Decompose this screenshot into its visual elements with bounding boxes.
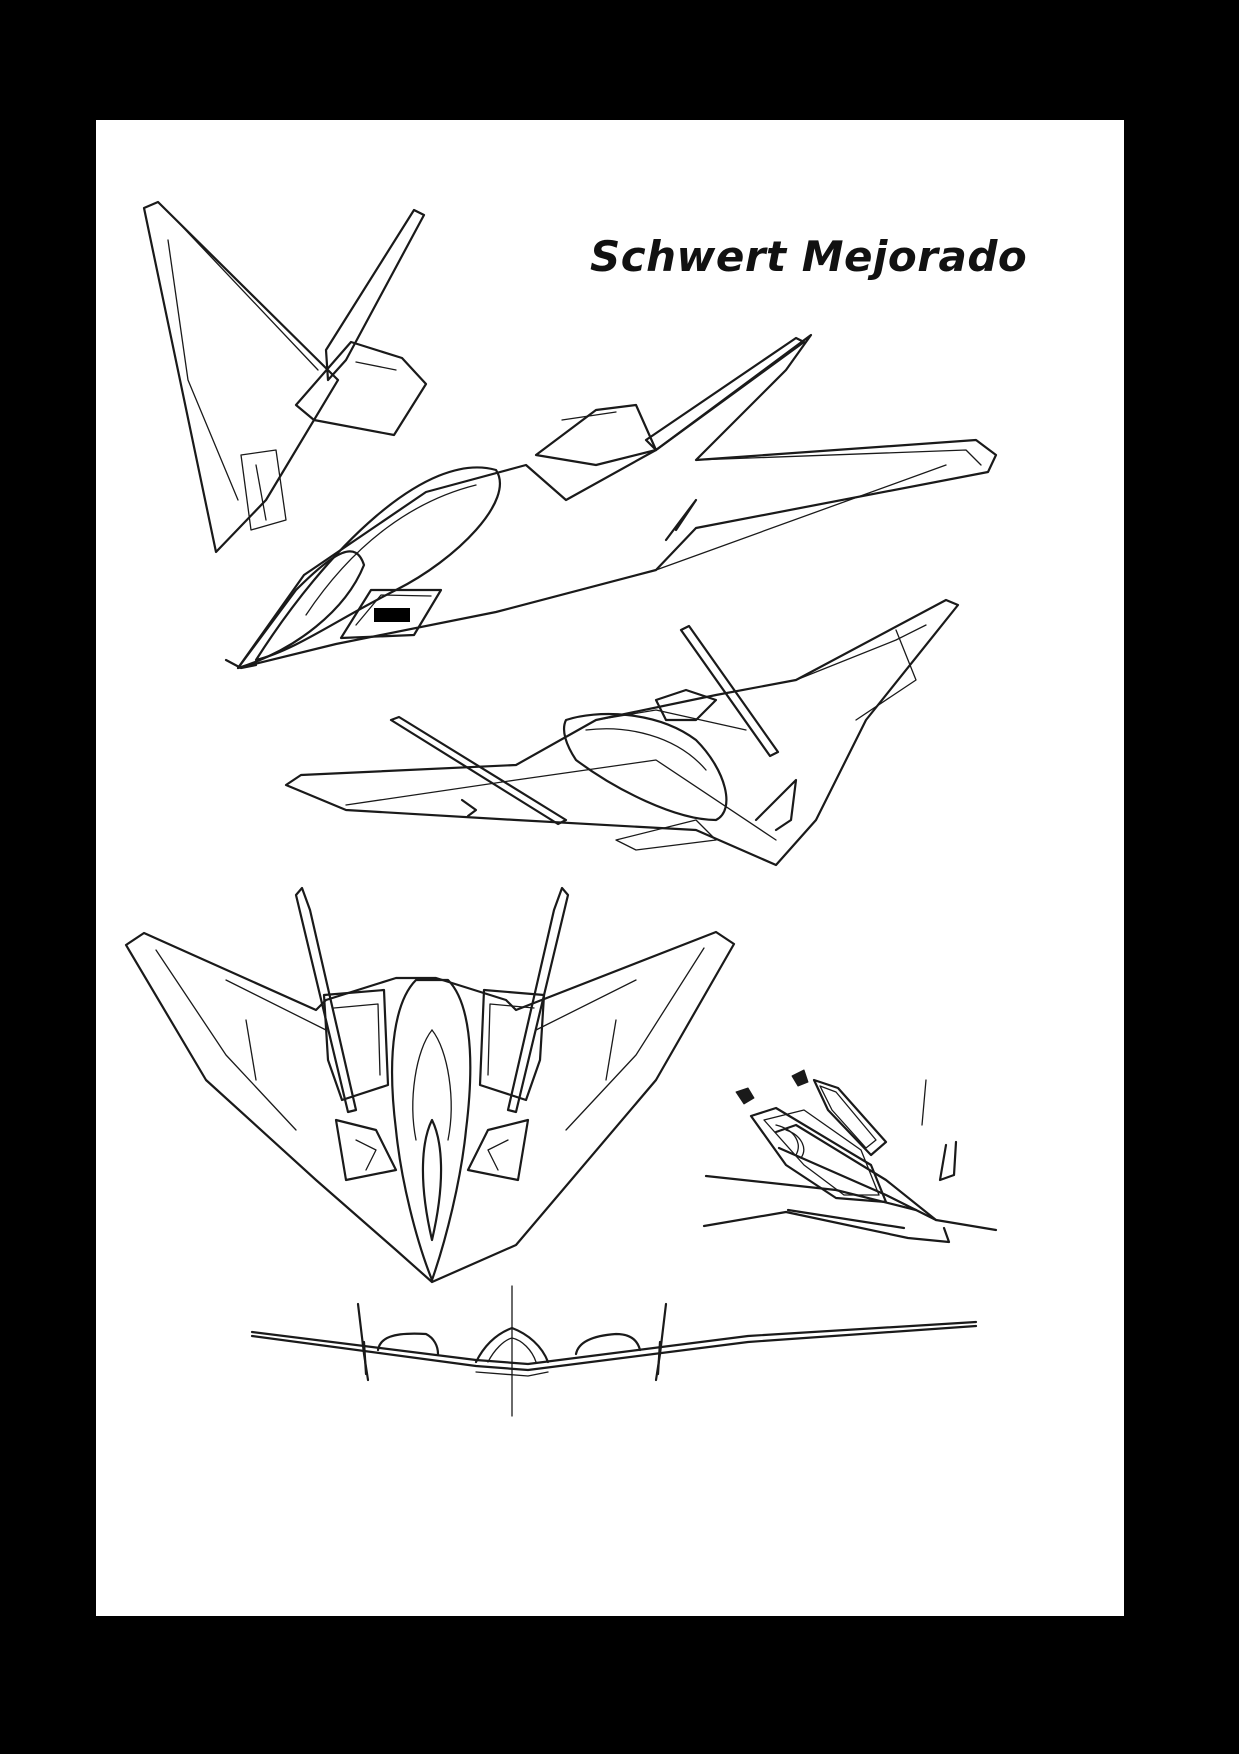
perspective-view-right (284, 598, 960, 867)
illustration-panel: Schwert Mejorado (96, 120, 1124, 1616)
cockpit-detail (702, 1069, 998, 1244)
perspective-view-top-left (142, 200, 998, 670)
front-view (250, 1285, 978, 1417)
top-down-view (124, 886, 736, 1284)
page-title: Schwert Mejorado (590, 232, 1028, 281)
